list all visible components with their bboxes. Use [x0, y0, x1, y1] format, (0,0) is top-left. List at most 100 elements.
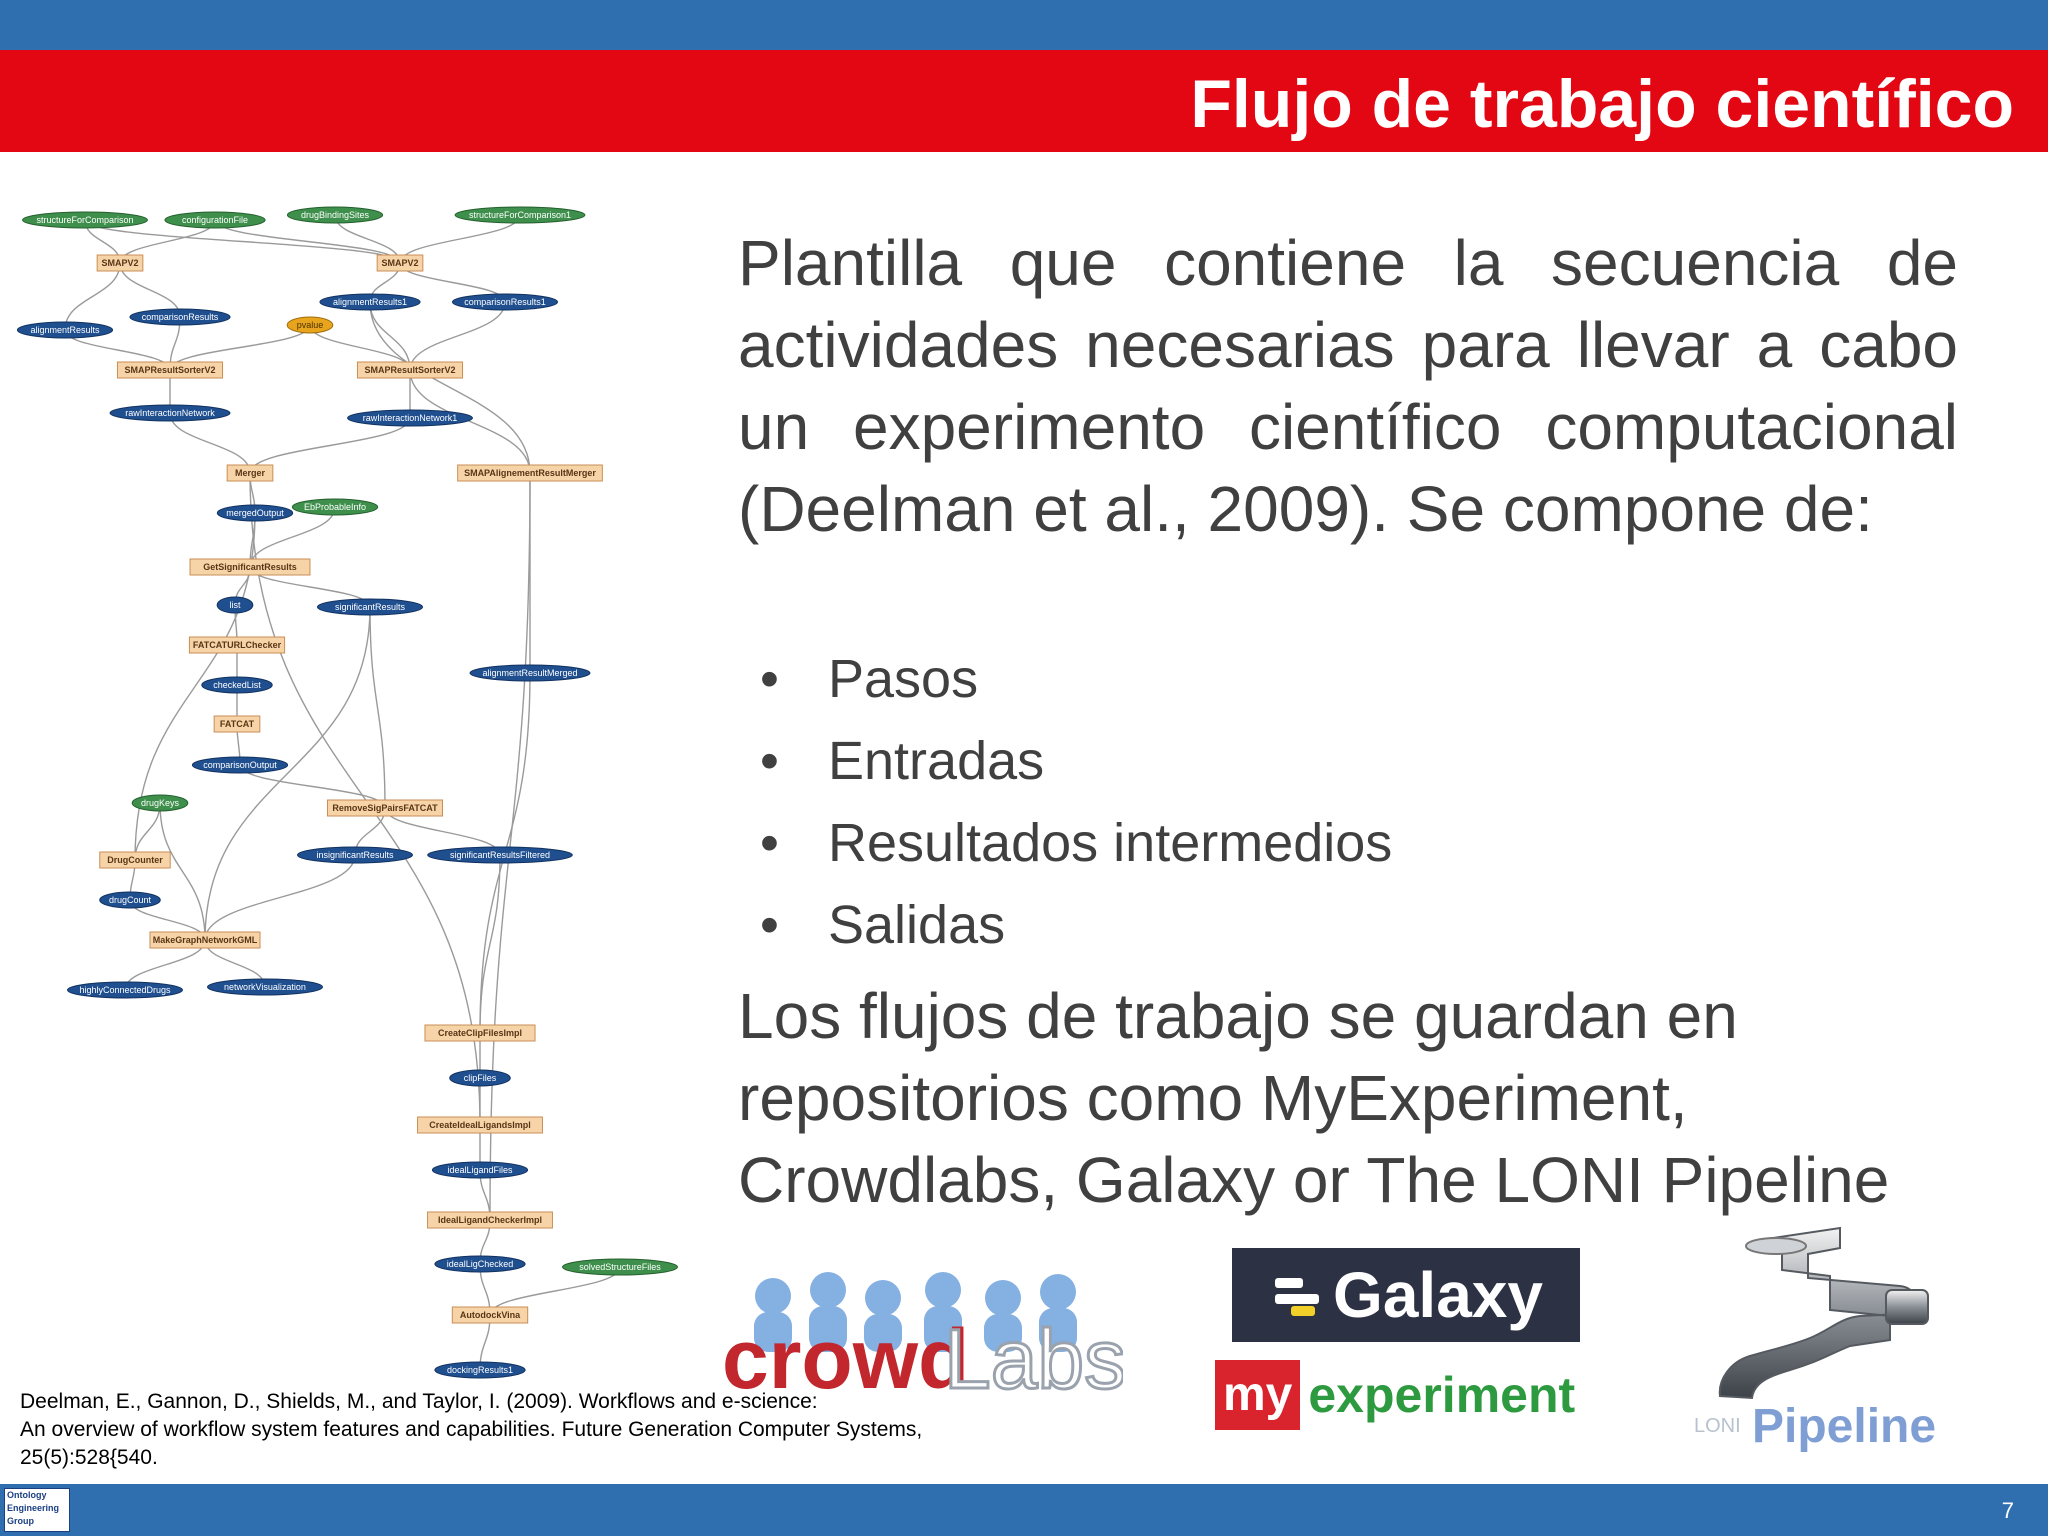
workflow-node: FATCATURLChecker	[188, 636, 286, 654]
workflow-node-box	[99, 851, 171, 869]
workflow-node: CreateClipFilesImpl	[424, 1024, 536, 1042]
galaxy-logo: Galaxy	[1232, 1248, 1580, 1342]
workflow-node-label: CreateIdealLigandsImpl	[429, 1120, 531, 1130]
workflow-node: EbProbableInfo	[291, 498, 379, 516]
workflow-node-shape	[434, 1255, 526, 1273]
crowdlabs-logo-crowd: crowd	[722, 1312, 969, 1398]
workflow-node-box	[149, 931, 261, 949]
workflow-node-shape	[469, 664, 591, 682]
workflow-node: Merger	[226, 464, 274, 482]
workflow-node-label: rawInteractionNetwork	[125, 408, 215, 418]
title-band	[0, 50, 2048, 152]
bullet-item: •Entradas	[760, 720, 1392, 802]
workflow-edge	[369, 301, 531, 474]
footer-logo-line: Ontology	[7, 1490, 47, 1500]
workflow-node-label: Merger	[235, 468, 266, 478]
bullet-item-label: Pasos	[828, 649, 979, 709]
myexperiment-logo-experiment: experiment	[1308, 1367, 1576, 1423]
workflow-node-label: comparisonResults1	[464, 297, 546, 307]
workflow-node: SMAPV2	[96, 254, 144, 272]
workflow-node: mergedOutput	[216, 504, 294, 522]
workflow-node-shape	[216, 504, 294, 522]
workflow-node-label: alignmentResultMerged	[482, 668, 577, 678]
bullet-dot: •	[760, 649, 779, 709]
workflow-node-label: EbProbableInfo	[304, 502, 366, 512]
top-band	[0, 0, 2048, 50]
workflow-edge	[489, 472, 531, 1221]
workflow-node: AutodockVina	[451, 1306, 529, 1324]
workflow-node: SMAPAlignementResultMerger	[457, 464, 603, 482]
workflow-node-label: highlyConnectedDrugs	[79, 985, 171, 995]
workflow-node-label: pvalue	[297, 320, 324, 330]
workflow-node-shape	[201, 676, 273, 694]
workflow-node-box	[427, 1211, 553, 1229]
workflow-node-label: comparisonOutput	[203, 760, 277, 770]
workflow-node: SMAPResultSorterV2	[116, 361, 224, 379]
workflow-edge	[249, 417, 411, 474]
workflow-node-label: structureForComparison1	[469, 210, 571, 220]
bullet-item: •Salidas	[760, 884, 1392, 966]
workflow-node-label: list	[230, 600, 241, 610]
workflow-node-label: AutodockVina	[460, 1310, 521, 1320]
workflow-edge	[169, 412, 251, 474]
workflow-node-label: GetSignificantResults	[203, 562, 297, 572]
workflow-node: networkVisualization	[207, 978, 323, 996]
workflow-edge	[409, 301, 506, 371]
crowdlabs-logo: crowd Labs	[722, 1272, 1123, 1398]
workflow-node-box	[116, 361, 224, 379]
citation: Deelman, E., Gannon, D., Shields, M., an…	[20, 1388, 1040, 1472]
workflow-node: SMAPResultSorterV2	[356, 361, 464, 379]
workflow-edge	[249, 472, 481, 1126]
citation-line: An overview of workflow system features …	[20, 1418, 923, 1441]
workflow-node: MakeGraphNetworkGML	[149, 931, 261, 949]
workflow-node-label: idealLigChecked	[447, 1259, 514, 1269]
workflow-node-label: DrugCounter	[107, 855, 163, 865]
workflow-node-shape	[216, 596, 254, 614]
workflow-node-shape	[562, 1258, 678, 1276]
workflow-node: FATCAT	[213, 715, 261, 733]
workflow-node: structureForComparison	[22, 211, 148, 229]
myexperiment-logo: my experiment	[1215, 1360, 1575, 1430]
workflow-node-shape	[319, 293, 421, 311]
workflow-node-box	[417, 1116, 543, 1134]
workflow-node-box	[226, 464, 274, 482]
workflow-node-label: configurationFile	[182, 215, 248, 225]
workflow-edge	[369, 606, 386, 809]
workflow-node-label: RemoveSigPairsFATCAT	[332, 803, 438, 813]
workflow-node: significantResults	[316, 598, 424, 616]
workflow-node-shape	[286, 206, 384, 224]
workflow-node-label: IdealLigandCheckerImpl	[438, 1215, 542, 1225]
crowdlabs-logo-labs: Labs	[944, 1312, 1123, 1398]
workflow-edge	[64, 262, 121, 331]
workflow-node: DrugCounter	[99, 851, 171, 869]
workflow-node-shape	[427, 846, 573, 864]
workflow-node-shape	[129, 308, 231, 326]
workflow-edge	[409, 369, 531, 474]
workflow-node: GetSignificantResults	[189, 558, 311, 576]
workflow-node-label: SMAPResultSorterV2	[124, 365, 215, 375]
workflow-edge	[204, 606, 371, 941]
bullet-item: •Resultados intermedios	[760, 802, 1392, 884]
workflow-node-label: SMAPAlignementResultMerger	[464, 468, 596, 478]
workflow-node: alignmentResultMerged	[469, 664, 591, 682]
workflow-node-label: MakeGraphNetworkGML	[153, 935, 258, 945]
bullet-item-label: Salidas	[828, 895, 1006, 955]
workflow-node-label: significantResults	[335, 602, 406, 612]
workflow-node-box	[451, 1306, 529, 1324]
workflow-node: drugBindingSites	[286, 206, 384, 224]
page-number: 7	[2001, 1498, 2014, 1523]
workflow-node-shape	[286, 316, 334, 334]
workflow-node-shape	[191, 756, 289, 774]
galaxy-logo-icon	[1269, 1270, 1327, 1320]
workflow-node-shape	[99, 891, 161, 909]
workflow-node: significantResultsFiltered	[427, 846, 573, 864]
workflow-node-box	[96, 254, 144, 272]
workflow-node-label: drugBindingSites	[301, 210, 370, 220]
workflow-node-label: SMAPV2	[101, 258, 138, 268]
workflow-node-label: dockingResults1	[447, 1365, 513, 1375]
bullet-dot: •	[760, 731, 779, 791]
workflow-node-label: SMAPV2	[381, 258, 418, 268]
workflow-node: idealLigandFiles	[431, 1161, 529, 1179]
workflow-node-shape	[207, 978, 323, 996]
workflow-node-box	[424, 1024, 536, 1042]
